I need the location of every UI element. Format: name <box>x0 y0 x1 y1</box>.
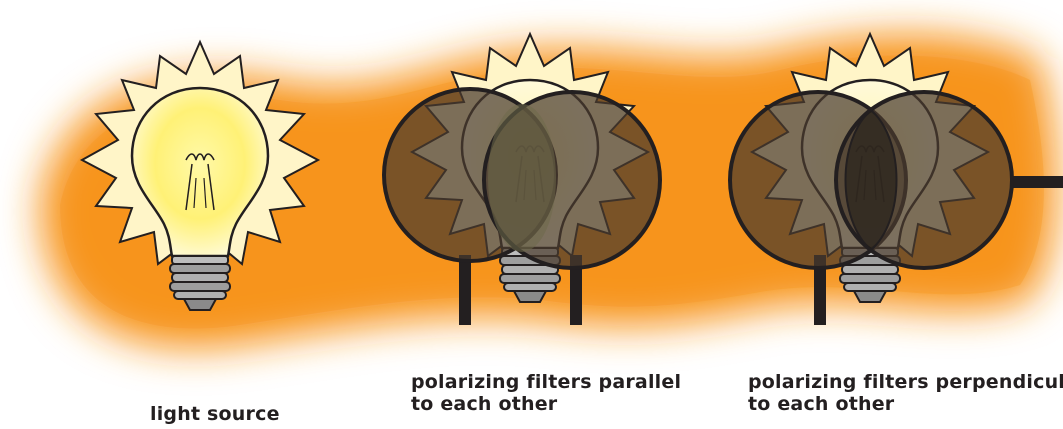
caption-parallel-line2: to each other <box>411 393 558 415</box>
filter-handle-vertical <box>814 255 826 325</box>
caption-perpendicular-line1: polarizing filters perpendicular <box>748 371 1063 393</box>
caption-perpendicular-filters: polarizing filters perpendicular to each… <box>748 371 1063 415</box>
caption-parallel-filters: polarizing filters parallel to each othe… <box>411 371 681 415</box>
perpendicular-filters-panel <box>728 33 1063 325</box>
parallel-filters-panel <box>382 33 662 325</box>
caption-light-source: light source <box>150 403 280 425</box>
caption-perpendicular-line2: to each other <box>748 393 895 415</box>
filter-handle-left <box>459 255 471 325</box>
filter-handle-horizontal <box>1010 176 1063 188</box>
transmitted-light-overlap <box>488 104 556 252</box>
caption-parallel-line1: polarizing filters parallel <box>411 371 682 393</box>
filter-handle-right <box>570 255 582 325</box>
blocked-light-overlap <box>844 108 898 252</box>
